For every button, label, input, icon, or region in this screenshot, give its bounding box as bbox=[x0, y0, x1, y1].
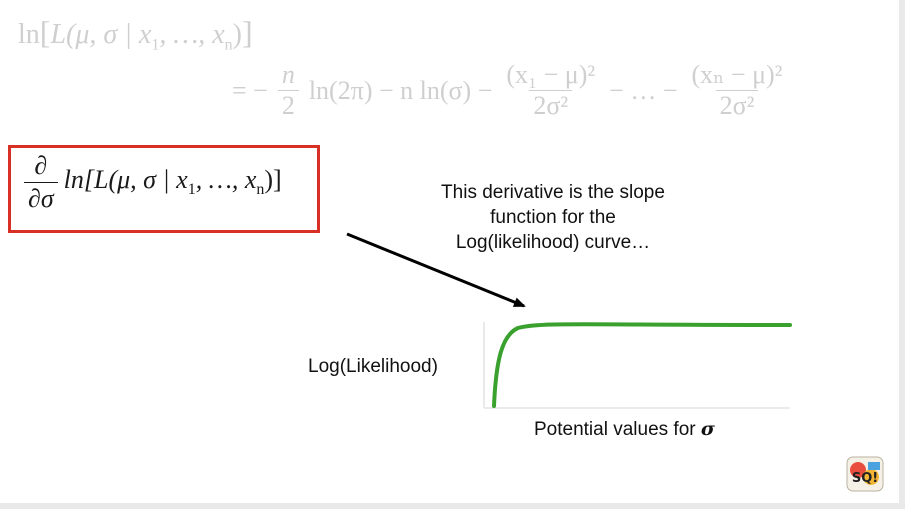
fraction-x1-term: (x₁ − μ)² 2σ² bbox=[506, 60, 596, 120]
derivative-highlight-box bbox=[8, 145, 320, 233]
pointer-arrow bbox=[346, 232, 526, 308]
partial-operator: ∂ ∂σ bbox=[24, 150, 58, 215]
x-axis-label: Potential values for σ bbox=[534, 418, 715, 440]
annotation-text: This derivative is the slope function fo… bbox=[441, 182, 665, 253]
loglikelihood-lhs: ln[L(μ, σ | x1, …, xn)] bbox=[18, 14, 253, 54]
svg-text:SQ!: SQ! bbox=[852, 471, 878, 486]
fraction-xn-term: (xₙ − μ)² 2σ² bbox=[691, 60, 783, 120]
channel-logo-icon: SQ! bbox=[846, 456, 884, 492]
derivative-body: ln[L(μ, σ | x1, …, xn)] bbox=[63, 165, 282, 199]
sigma-symbol: σ bbox=[700, 418, 715, 440]
loglikelihood-rhs: = − n 2 ln(2π) − n ln(σ) − (x₁ − μ)² 2σ²… bbox=[228, 60, 792, 121]
loglikelihood-curve bbox=[492, 322, 792, 408]
partial-derivative-expression: ∂ ∂σ ln[L(μ, σ | x1, …, xn)] bbox=[18, 150, 282, 215]
y-axis-label: Log(Likelihood) bbox=[308, 356, 438, 377]
fraction-n-over-2: n 2 bbox=[277, 60, 299, 121]
